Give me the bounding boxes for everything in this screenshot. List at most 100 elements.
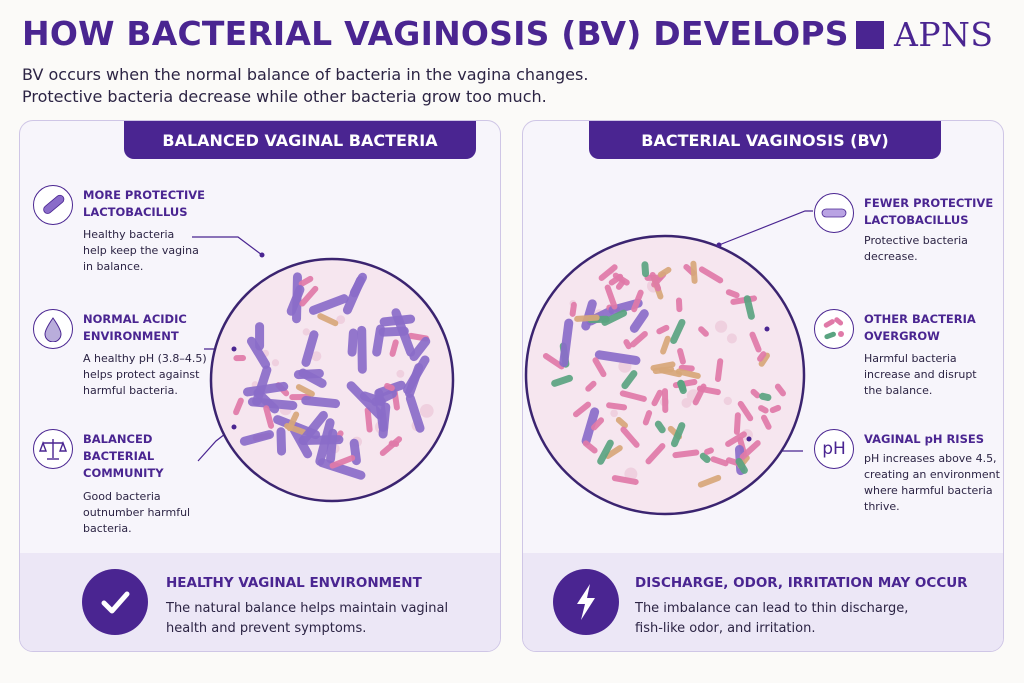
lactobacillus-rod bbox=[374, 388, 388, 432]
background-speck bbox=[610, 409, 618, 418]
green-bacterium bbox=[699, 452, 711, 463]
rod-bacterium-icon bbox=[33, 185, 73, 225]
lactobacillus-rod bbox=[293, 368, 324, 380]
pink-bacterium bbox=[606, 402, 628, 411]
lactobacillus-rod bbox=[405, 393, 425, 433]
checkmark-icon bbox=[82, 569, 148, 635]
pink-bacterium bbox=[675, 297, 683, 313]
fact-body: A healthy pH (3.8–4.5) helps protect aga… bbox=[83, 352, 207, 397]
footer-healthy: HEALTHY VAGINAL ENVIRONMENT The natural … bbox=[20, 553, 500, 651]
lactobacillus-rod bbox=[301, 396, 341, 409]
pink-bacterium bbox=[329, 455, 356, 469]
green-bacterium bbox=[743, 295, 755, 320]
tan-bacterium bbox=[675, 368, 701, 379]
pink-bacterium bbox=[698, 326, 709, 337]
green-bacterium bbox=[735, 457, 748, 474]
pink-bacterium bbox=[572, 401, 592, 418]
pink-bacterium bbox=[299, 285, 319, 307]
green-bacterium bbox=[621, 370, 638, 390]
pink-bacterium bbox=[611, 475, 639, 485]
pink-bacterium bbox=[379, 436, 403, 456]
lactobacillus-rod bbox=[347, 328, 358, 357]
pink-bacterium bbox=[631, 289, 644, 313]
callout-line bbox=[718, 210, 813, 246]
lactobacillus-rod bbox=[379, 314, 416, 327]
fact-title: FEWER PROTECTIVE LACTOBACILLUS bbox=[864, 196, 994, 227]
pink-bacterium bbox=[591, 417, 605, 431]
pink-bacterium bbox=[672, 449, 700, 459]
callout-dot bbox=[231, 346, 237, 352]
callout-line bbox=[192, 236, 263, 256]
lactobacillus-rod bbox=[246, 336, 271, 369]
ph-icon-label: pH bbox=[822, 439, 846, 459]
balanced-panel: BALANCED VAGINAL BACTERIA MORE PROTECTIV… bbox=[19, 120, 501, 652]
pink-bacterium bbox=[585, 380, 597, 392]
pink-bacterium bbox=[710, 456, 729, 467]
drop-icon bbox=[33, 309, 73, 349]
pink-bacterium bbox=[612, 272, 630, 286]
pink-bacterium bbox=[598, 264, 618, 281]
footer-body: The imbalance can lead to thin discharge… bbox=[635, 601, 909, 636]
pink-bacterium bbox=[750, 388, 761, 399]
pink-bacterium bbox=[725, 289, 740, 299]
lactobacillus-rod bbox=[342, 275, 365, 315]
panel-heading: BACTERIAL VAGINOSIS (BV) bbox=[589, 121, 941, 159]
lactobacillus-rod bbox=[301, 330, 319, 367]
tan-bacterium bbox=[697, 474, 722, 488]
logo-text: APNS bbox=[894, 15, 994, 54]
pink-bacterium bbox=[298, 275, 314, 287]
fact-body: Harmful bacteria increase and disrupt th… bbox=[864, 352, 977, 397]
green-bacterium bbox=[597, 439, 614, 465]
fact-title: NORMAL ACIDIC ENVIRONMENT bbox=[83, 312, 187, 343]
pink-bacterium bbox=[769, 404, 782, 414]
pink-bacterium bbox=[774, 383, 786, 397]
lactobacillus-rod bbox=[252, 365, 272, 406]
pink-bacterium bbox=[620, 426, 640, 448]
page-title: HOW BACTERIAL VAGINOSIS (BV) DEVELOPS bbox=[22, 14, 849, 53]
pink-bacterium bbox=[642, 410, 653, 426]
tan-bacterium bbox=[660, 335, 671, 355]
lactobacillus-rod bbox=[559, 318, 574, 368]
pink-bacterium bbox=[714, 358, 724, 383]
brand-logo: APNS bbox=[856, 18, 994, 52]
bv-bacteria-circle bbox=[524, 210, 813, 516]
subtitle: BV occurs when the normal balance of bac… bbox=[22, 64, 588, 108]
pink-bacterium bbox=[661, 388, 669, 413]
pink-bacterium bbox=[656, 324, 670, 335]
mixed-bacteria-icon bbox=[814, 309, 854, 349]
green-bacterium bbox=[551, 374, 573, 387]
background-speck bbox=[302, 328, 310, 336]
fact-body: Protective bacteria decrease. bbox=[864, 234, 968, 263]
pink-bacterium bbox=[677, 348, 686, 365]
pink-bacterium bbox=[233, 355, 247, 362]
callout-dot bbox=[259, 252, 265, 258]
pink-bacterium bbox=[761, 414, 772, 430]
fact-body: pH increases above 4.5, creating an envi… bbox=[864, 452, 1000, 513]
green-bacterium bbox=[759, 392, 772, 402]
pink-bacterium bbox=[604, 284, 618, 310]
lactobacillus-rod bbox=[357, 325, 367, 374]
fact-title: VAGINAL pH RISES bbox=[864, 432, 985, 446]
pink-bacterium bbox=[758, 405, 769, 414]
pink-bacterium bbox=[737, 400, 754, 422]
lactobacillus-rod bbox=[403, 355, 430, 395]
lactobacillus-rod bbox=[581, 407, 600, 446]
fact-title: MORE PROTECTIVE LACTOBACILLUS bbox=[83, 188, 206, 219]
pink-bacterium bbox=[651, 389, 663, 407]
tan-bacterium bbox=[652, 366, 675, 375]
green-bacterium bbox=[670, 422, 686, 448]
pink-bacterium bbox=[645, 443, 666, 465]
lactobacillus-rod bbox=[308, 294, 349, 315]
background-speck bbox=[311, 351, 322, 362]
tan-bacterium bbox=[317, 313, 339, 327]
circle-outline bbox=[524, 234, 806, 516]
lactobacillus-rod bbox=[629, 309, 649, 333]
lactobacillus-rod bbox=[243, 381, 289, 397]
bv-panel: BACTERIAL VAGINOSIS (BV) FEWER PROTECTIV… bbox=[522, 120, 1004, 652]
fact-title: OTHER BACTERIA OVERGROW bbox=[864, 312, 976, 343]
callout-dot bbox=[716, 242, 722, 248]
pink-bacterium bbox=[582, 440, 598, 454]
footer-title: HEALTHY VAGINAL ENVIRONMENT bbox=[166, 575, 422, 591]
green-bacterium bbox=[654, 420, 666, 434]
tan-bacterium bbox=[615, 417, 628, 429]
